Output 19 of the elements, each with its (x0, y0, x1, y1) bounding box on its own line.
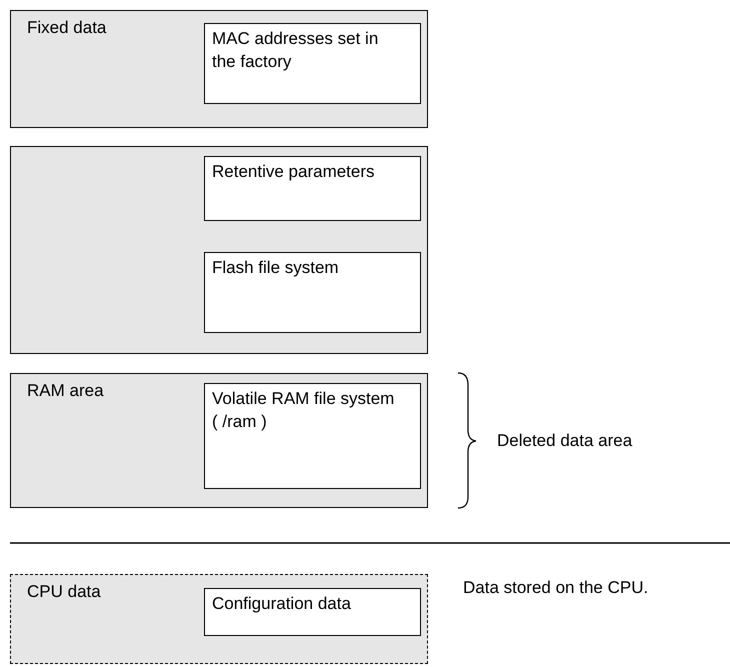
section-heading: RAM area (27, 380, 105, 402)
section-heading: Fixed data (27, 17, 108, 39)
data-box (204, 156, 421, 221)
data-box (204, 252, 421, 333)
box-text: Flash file system (212, 257, 340, 279)
container-box (10, 10, 428, 128)
box-text: Configuration data (212, 593, 352, 615)
container-box (10, 574, 428, 664)
box-text: MAC addresses set in the factory (212, 28, 380, 73)
note-text: Data stored on the CPU. (463, 577, 650, 599)
section-heading: CPU data (27, 581, 102, 603)
container-box (10, 146, 428, 354)
box-text: Retentive parameters (212, 161, 376, 183)
data-box (204, 588, 421, 636)
container-box (10, 373, 428, 508)
data-box (204, 383, 421, 489)
box-text: Volatile RAM file system ( /ram ) (212, 388, 396, 433)
bracket-label: Deleted data area (497, 430, 632, 452)
data-box (204, 23, 421, 104)
